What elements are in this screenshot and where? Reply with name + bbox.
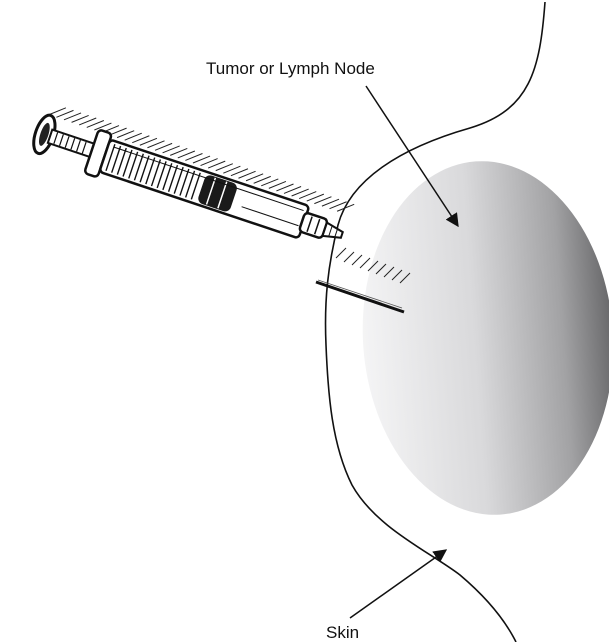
skin-pointer-arrow [350, 550, 446, 618]
syringe-icon [28, 101, 354, 257]
skin-label: Skin [326, 624, 359, 641]
tumor-label: Tumor or Lymph Node [206, 60, 375, 77]
tumor-shape [351, 153, 609, 524]
